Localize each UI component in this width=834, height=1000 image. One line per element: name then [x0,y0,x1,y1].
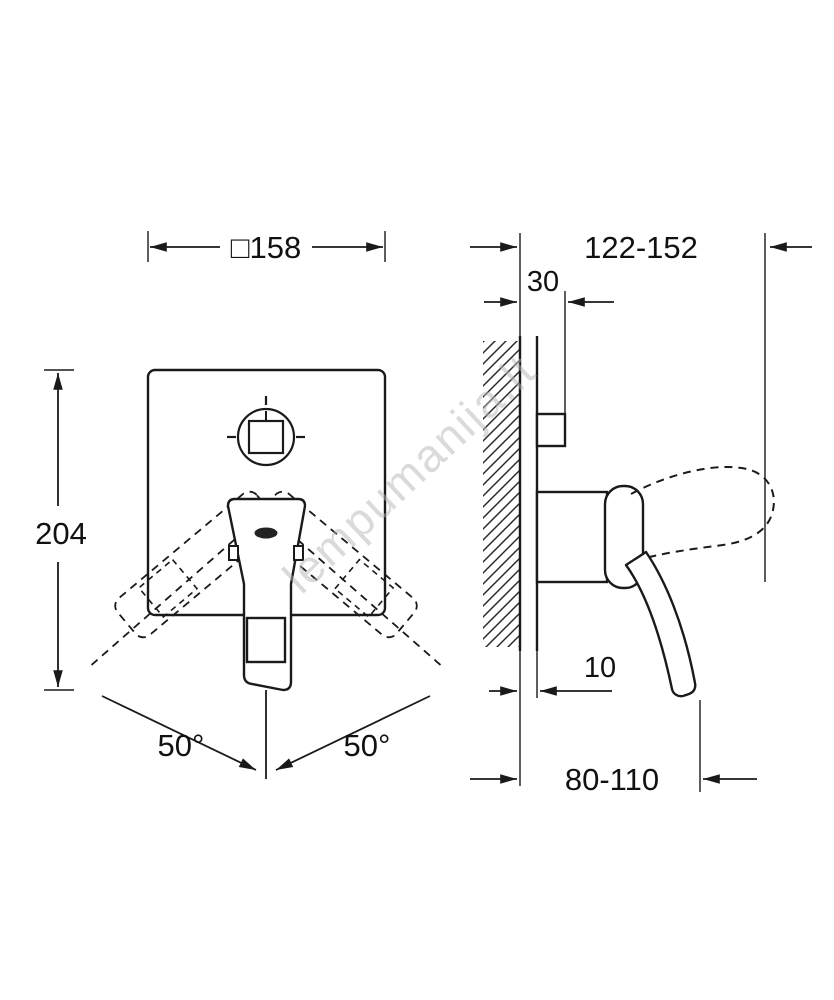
width-dimension-label: □158 [231,230,301,265]
dial-square [247,419,285,455]
valve-body-side [535,291,645,590]
lever-side [624,466,775,698]
dimension-knob-depth: 30 [484,266,614,307]
dimension-swing-angle: 50° 50° [101,690,431,779]
handle-side-tab-right [293,545,304,561]
swing-handle-left-cutout [137,558,199,619]
swing-centerline-left [87,511,267,669]
lever-raised-dashed [630,466,775,562]
height-dimension-label: 204 [35,516,87,551]
mixer-body-side [535,490,609,584]
wall-section [483,233,539,786]
angle-right-label: 50° [344,728,391,763]
brand-logo-oval [254,527,278,539]
angle-arrow-right [275,695,431,771]
swing-centerline-right [265,511,445,669]
wall-gap-label: 10 [584,652,616,684]
knob-depth-label: 30 [527,266,559,298]
dimension-wall-gap: 10 [489,652,616,696]
wall-hatching [483,341,520,647]
angle-left-label: 50° [158,728,205,763]
swing-handle-right-cutout [333,558,395,619]
dimension-depth: 122-152 [470,230,812,582]
lever-handle-front [226,497,307,692]
dimension-lever-depth: 80-110 [470,700,757,797]
lever-down-solid [624,550,697,698]
angle-arrow-left [101,695,257,771]
dimension-width: □158 [147,230,386,265]
handle-cutout [245,616,287,664]
lever-depth-label: 80-110 [565,762,659,797]
dimension-height: 204 [35,369,87,691]
diverter-dial [227,396,305,467]
front-view: □158 204 [35,230,445,779]
depth-dimension-label: 122-152 [584,230,698,265]
diverter-knob-side [535,412,567,448]
handle-side-tab-left [228,545,239,561]
side-view: 122-152 30 10 80-110 [470,230,812,797]
